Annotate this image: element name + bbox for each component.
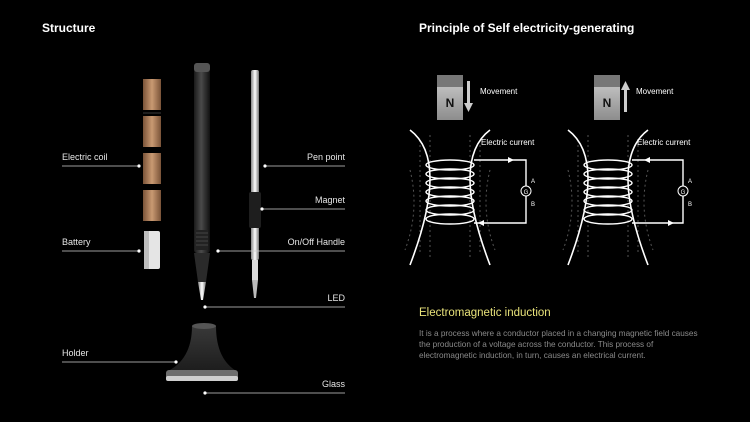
label-electric-coil: Electric coil xyxy=(62,152,108,162)
principle-title: Principle of Self electricity-generating xyxy=(419,21,635,35)
galvanometer-left-label: G xyxy=(524,190,529,196)
electric-coil-stack xyxy=(143,79,161,221)
terminal-a-left: A xyxy=(531,179,535,185)
label-pen-point: Pen point xyxy=(306,152,345,162)
label-glass: Glass xyxy=(321,379,345,389)
induction-body: It is a process where a conductor placed… xyxy=(419,329,698,360)
structure-title: Structure xyxy=(42,21,96,35)
induction-diagram-left xyxy=(404,75,532,266)
magnet-right-letter: N xyxy=(603,96,612,110)
terminal-a-right: A xyxy=(688,179,692,185)
refill xyxy=(249,70,261,298)
label-on-off-handle: On/Off Handle xyxy=(287,237,345,247)
terminal-b-left: B xyxy=(531,202,535,208)
electric-current-left-label: Electric current xyxy=(481,138,535,147)
electric-current-right-label: Electric current xyxy=(637,138,691,147)
magnet-left-letter: N xyxy=(446,96,455,110)
holder-stand xyxy=(166,323,238,381)
label-magnet: Magnet xyxy=(314,195,345,205)
label-battery: Battery xyxy=(62,237,91,247)
movement-right-label: Movement xyxy=(636,87,674,96)
movement-left-label: Movement xyxy=(480,87,518,96)
pen-body xyxy=(194,63,210,300)
induction-title: Electromagnetic induction xyxy=(419,307,551,319)
galvanometer-right-label: G xyxy=(681,190,686,196)
terminal-b-right: B xyxy=(688,202,692,208)
label-led: LED xyxy=(327,293,345,303)
induction-diagram-right xyxy=(562,75,689,266)
label-holder: Holder xyxy=(62,348,89,358)
